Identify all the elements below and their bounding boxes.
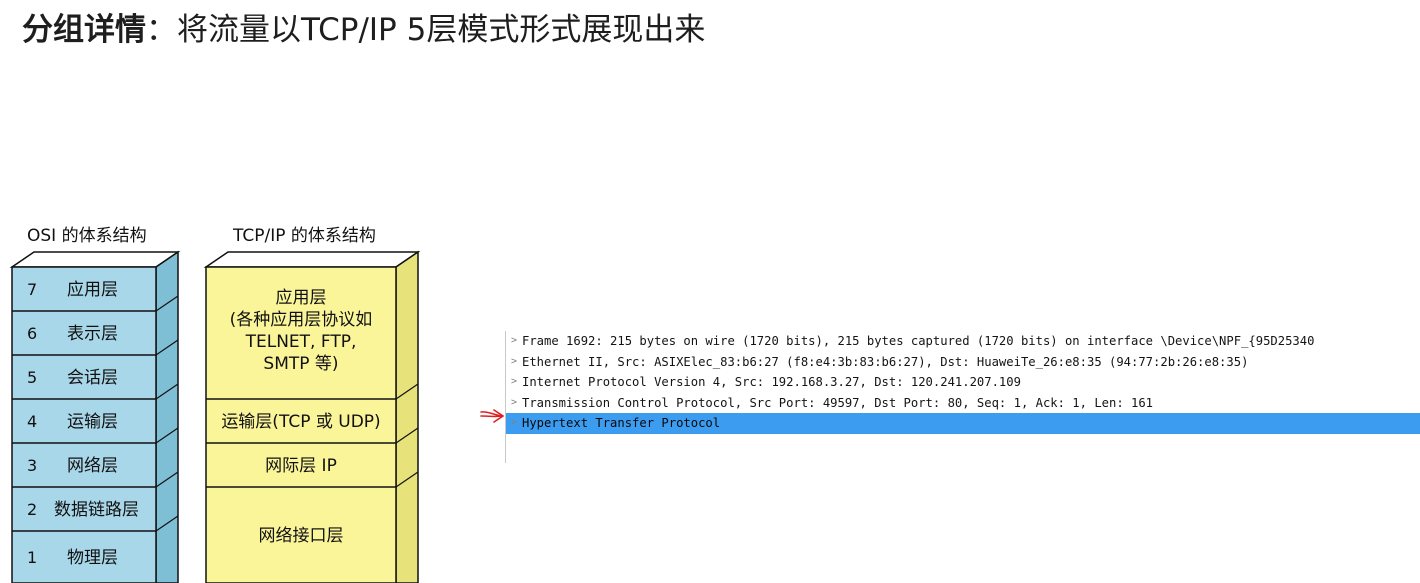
tcpip-layer: 网际层 IP	[206, 427, 419, 476]
tcpip-layer-text: 网络接口层	[259, 526, 344, 546]
tcpip-layer: 运输层(TCP 或 UDP)	[206, 383, 419, 432]
expand-chevron-icon[interactable]: >	[510, 396, 518, 408]
packet-detail-row[interactable]: > Ethernet II, Src: ASIXElec_83:b6:27 (f8…	[506, 352, 1420, 373]
osi-layer-number: 4	[27, 412, 37, 431]
osi-layer: 1 物理层	[12, 515, 179, 568]
packet-detail-text: Internet Protocol Version 4, Src: 192.16…	[522, 375, 1021, 389]
packet-detail-text: Ethernet II, Src: ASIXElec_83:b6:27 (f8:…	[522, 354, 1249, 369]
tcpip-layer-text: (各种应用层协议如	[230, 310, 373, 330]
expand-chevron-icon[interactable]: >	[510, 417, 518, 428]
tcpip-layer-text: 运输层(TCP 或 UDP)	[221, 412, 380, 432]
expand-chevron-icon[interactable]: >	[510, 376, 518, 387]
osi-layer-name: 应用层	[67, 280, 118, 300]
expand-chevron-icon[interactable]: >	[510, 355, 518, 367]
osi-layer-number: 7	[27, 280, 37, 299]
packet-detail-text: Hypertext Transfer Protocol	[522, 416, 721, 430]
packet-details-pane[interactable]: > Frame 1692: 215 bytes on wire (1720 bit…	[505, 331, 1420, 463]
title-rest: ：将流量以TCP/IP 5层模式形式展现出来	[146, 12, 706, 48]
osi-layer: 4 运输层	[12, 383, 179, 432]
osi-layer-number: 1	[27, 548, 37, 567]
osi-layer-name: 数据链路层	[54, 500, 139, 520]
osi-layer-name: 物理层	[67, 548, 118, 568]
tcpip-layer-text: SMTP 等)	[263, 354, 338, 374]
osi-layer-name: 表示层	[67, 324, 118, 344]
osi-layer-number: 5	[27, 368, 37, 387]
packet-detail-text: Transmission Control Protocol, Src Port:…	[522, 395, 1154, 410]
expand-chevron-icon[interactable]: >	[510, 335, 518, 346]
packet-detail-row[interactable]: > Hypertext Transfer Protocol	[506, 413, 1420, 434]
packet-detail-row[interactable]: > Internet Protocol Version 4, Src: 192.1…	[506, 372, 1420, 393]
tcpip-title: TCP/IP 的体系结构	[232, 226, 376, 246]
osi-layer-number: 2	[27, 500, 37, 519]
osi-layer-name: 会话层	[67, 368, 118, 388]
osi-stack: 7 应用层 6 表示层 5 会话层 4 运输层 3 网络层 2 数据链路层 1 物理层	[9, 250, 181, 583]
packet-detail-text: Frame 1692: 215 bytes on wire (1720 bits…	[522, 334, 1315, 348]
tcpip-layer: 网络接口层	[206, 471, 419, 546]
packet-detail-row[interactable]: > Frame 1692: 215 bytes on wire (1720 bit…	[506, 331, 1420, 352]
tcpip-layer-text: 网际层 IP	[265, 456, 337, 476]
osi-layer-number: 3	[27, 456, 37, 475]
osi-layer: 5 会话层	[12, 339, 179, 388]
tcpip-layer-text: 应用层	[276, 288, 327, 308]
osi-layer-name: 网络层	[67, 456, 118, 476]
osi-layer: 7 应用层	[27, 280, 118, 300]
osi-layer: 3 网络层	[12, 427, 179, 476]
page-title: 分组详情：将流量以TCP/IP 5层模式形式展现出来	[22, 10, 705, 50]
osi-title: OSI 的体系结构	[27, 226, 147, 246]
packet-detail-row[interactable]: > Transmission Control Protocol, Src Port…	[506, 393, 1420, 414]
title-bold: 分组详情	[22, 12, 146, 48]
osi-layer: 6 表示层	[12, 295, 179, 344]
tcpip-layer-text: TELNET, FTP,	[245, 332, 357, 352]
red-arrow-icon	[480, 409, 505, 423]
osi-layer-name: 运输层	[67, 412, 118, 432]
osi-layer-number: 6	[27, 324, 37, 343]
osi-layer: 2 数据链路层	[12, 471, 179, 520]
